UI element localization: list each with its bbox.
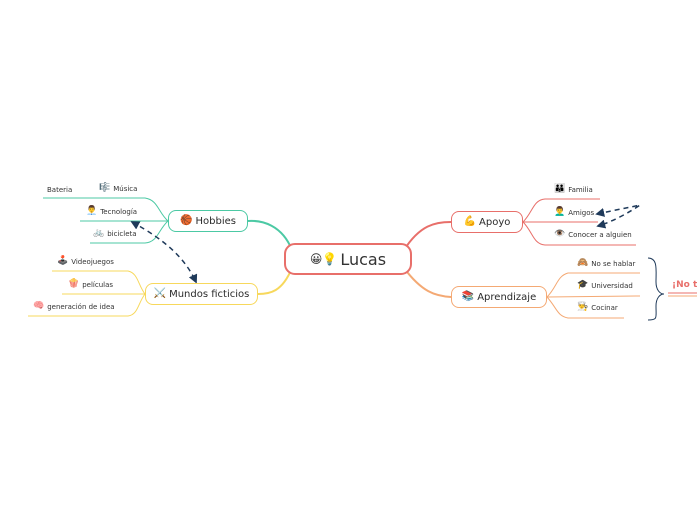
link-aprendizaje-universidad [546, 295, 641, 298]
leaf-bateria-label: Bateria [47, 186, 73, 194]
bicycle-icon: 🚲 [93, 228, 105, 238]
leaf-generacion-idea[interactable]: 🧠 generación de idea [33, 302, 115, 311]
branch-mundos-label: Mundos ficticios [169, 288, 250, 300]
brain-icon: 🧠 [33, 301, 45, 311]
leaf-no-se-hablar[interactable]: 🙈 No se hablar [577, 259, 635, 268]
leaf-amigos-label: Amigos [568, 208, 595, 217]
leaf-nosehablar-label: No se hablar [591, 259, 636, 268]
leaf-musica-label: Música [113, 184, 138, 193]
popcorn-icon: 🍿 [68, 279, 80, 289]
musical-score-icon: 🎼 [99, 183, 111, 193]
leaf-videojuegos-label: Videojuegos [71, 257, 114, 266]
link-mundos-generacion [28, 293, 146, 317]
branch-aprendizaje-label: Aprendizaje [477, 291, 537, 303]
leaf-familia[interactable]: 👪 Familia [554, 185, 593, 194]
eye-icon: 👁️ [554, 229, 566, 239]
branch-mundos-ficticios[interactable]: ⚔️ Mundos ficticios [145, 283, 258, 305]
link-aprendizaje-nosehablar [546, 272, 640, 298]
leaf-videojuegos[interactable]: 🕹️ Videojuegos [57, 257, 114, 266]
leaf-tecnologia[interactable]: 👨‍💼 Tecnología [86, 207, 137, 216]
leaf-bicicleta[interactable]: 🚲 bicicleta [93, 229, 137, 238]
books-icon: 📚 [461, 291, 475, 302]
branch-hobbies-label: Hobbies [195, 215, 236, 227]
flexed-biceps-icon: 💪 [463, 216, 477, 227]
summary-callout[interactable]: ¡No te [672, 280, 697, 290]
joystick-icon: 🕹️ [57, 256, 69, 266]
leaf-conocer-label: Conocer a alguien [568, 230, 632, 239]
leaf-tecnologia-label: Tecnología [100, 207, 138, 216]
link-root-apoyo [403, 221, 452, 251]
leaf-familia-label: Familia [568, 185, 593, 194]
leaf-universidad[interactable]: 🎓 Universidad [577, 281, 633, 290]
relationship-tecnologia-mundos[interactable] [130, 221, 198, 284]
link-root-hobbies [247, 219, 293, 251]
leaf-conocer-alguien[interactable]: 👁️ Conocer a alguien [554, 230, 632, 239]
branch-hobbies[interactable]: 🏀 Hobbies [168, 210, 248, 232]
cook-icon: 👨‍🍳 [577, 302, 589, 312]
leaf-amigos[interactable]: 👨‍🦱 Amigos [554, 208, 594, 217]
branch-apoyo-label: Apoyo [479, 216, 511, 228]
leaf-bateria[interactable]: Bateria [47, 186, 72, 194]
leaf-universidad-label: Universidad [591, 281, 633, 290]
leaf-musica[interactable]: 🎼 Música [99, 184, 137, 193]
family-icon: 👪 [554, 184, 566, 194]
leaf-peliculas-label: películas [82, 280, 114, 289]
person-curly-hair-icon: 👨‍🦱 [554, 207, 566, 217]
link-apoyo-familia [522, 198, 600, 223]
summary-brace [647, 257, 665, 321]
link-root-aprendizaje [403, 267, 452, 298]
leaf-cocinar-label: Cocinar [591, 303, 618, 312]
link-apoyo-conocer [522, 221, 636, 246]
smile-bulb-icon: 😀💡 [309, 252, 338, 266]
branch-apoyo[interactable]: 💪 Apoyo [451, 211, 523, 233]
crossed-swords-icon: ⚔️ [153, 288, 167, 299]
leaf-cocinar[interactable]: 👨‍🍳 Cocinar [577, 303, 618, 312]
root-node-lucas[interactable]: 😀💡 Lucas [284, 243, 412, 275]
see-no-evil-monkey-icon: 🙈 [577, 258, 589, 268]
relationship-amigos-familia[interactable] [595, 204, 641, 229]
leaf-generacion-label: generación de idea [47, 302, 115, 311]
leaf-peliculas[interactable]: 🍿 películas [68, 280, 113, 289]
leaf-bicicleta-label: bicicleta [107, 229, 137, 238]
link-aprendizaje-cocinar [546, 296, 624, 319]
office-worker-icon: 👨‍💼 [86, 206, 98, 216]
link-hobbies-musica [43, 197, 169, 222]
graduation-cap-icon: 🎓 [577, 280, 589, 290]
basketball-icon: 🏀 [180, 215, 193, 226]
branch-aprendizaje[interactable]: 📚 Aprendizaje [451, 286, 547, 308]
root-label: Lucas [340, 249, 387, 269]
